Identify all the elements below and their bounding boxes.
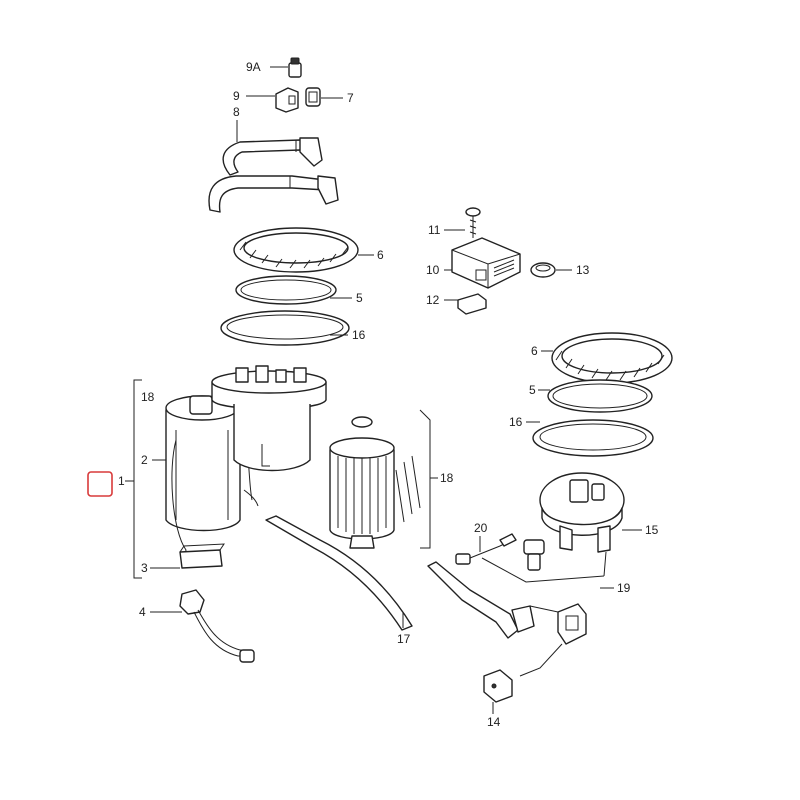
part-13-grommet[interactable] [530,262,556,278]
part-5-gasket-right[interactable] [547,379,653,413]
part-3-connector-block[interactable] [179,543,225,569]
callout-5-right: 5 [529,383,536,397]
callout-18-right: 18 [440,471,454,485]
part-5-gasket-top[interactable] [235,275,337,305]
callout-1: 1 [118,474,125,488]
callout-2: 2 [141,453,148,467]
part-11-screw[interactable] [465,207,481,238]
callout-18-left: 18 [141,390,155,404]
callout-9a: 9A [246,60,261,74]
part-15-flange[interactable] [539,472,625,553]
selection-highlight[interactable] [87,471,113,497]
part-8-fuel-hoses[interactable] [208,137,339,213]
callout-3: 3 [141,561,148,575]
part-20-sensor[interactable] [455,533,517,565]
part-14-float[interactable] [483,669,513,703]
part-6-locking-ring-top[interactable] [233,227,359,273]
part-16-seal-top[interactable] [220,310,350,346]
part-18-fuel-filter[interactable] [329,416,421,549]
callout-16-top: 16 [352,328,366,342]
callout-20: 20 [474,521,488,535]
part-16-seal-right[interactable] [532,419,654,457]
part-12-clip[interactable] [457,293,487,315]
callout-12: 12 [426,293,440,307]
callout-6-right: 6 [531,344,538,358]
callout-17: 17 [397,632,411,646]
part-10-control-module[interactable] [451,237,521,289]
part-7-fitting[interactable] [305,87,321,107]
callout-15: 15 [645,523,659,537]
part-9a-cap[interactable] [288,57,302,78]
callout-19: 19 [617,581,631,595]
part-19-level-sender[interactable] [481,539,607,677]
part-4-wiring-harness[interactable] [179,589,255,663]
callout-13: 13 [576,263,590,277]
callout-16-right: 16 [509,415,523,429]
callout-5-top: 5 [356,291,363,305]
part-17-return-hose[interactable] [265,515,535,639]
callout-11: 11 [428,223,441,237]
part-18-pump-module-top[interactable] [211,365,327,507]
part-6-locking-ring-right[interactable] [551,332,673,384]
callout-4: 4 [139,605,146,619]
part-9-connector[interactable] [275,87,299,113]
callout-14: 14 [487,715,501,729]
callout-10: 10 [426,263,440,277]
callout-8: 8 [233,105,240,119]
callout-6-top: 6 [377,248,384,262]
callout-7: 7 [347,91,354,105]
callout-9: 9 [233,89,240,103]
